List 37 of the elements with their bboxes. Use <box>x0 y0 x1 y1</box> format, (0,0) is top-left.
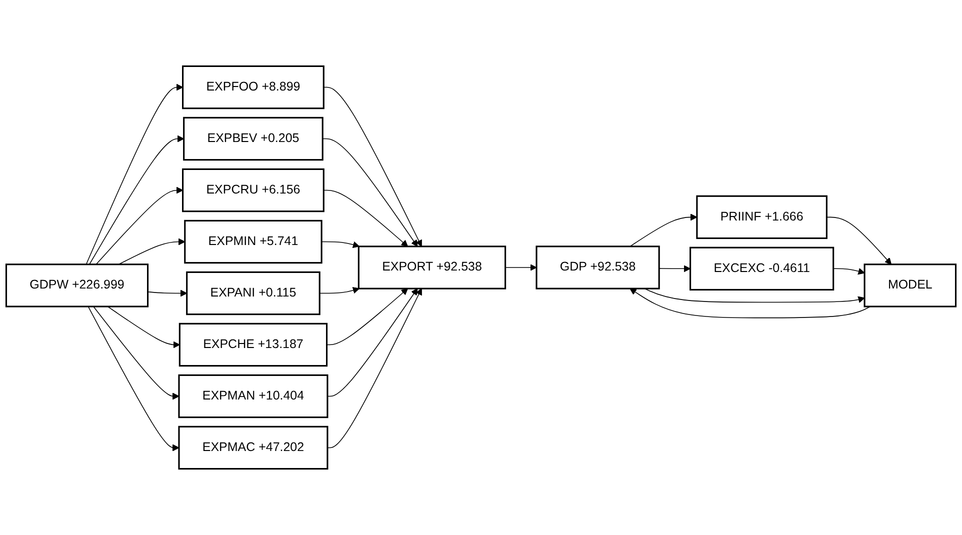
node-box: EXPBEV +0.205 <box>183 116 324 161</box>
arrow <box>89 135 184 265</box>
arrow <box>93 306 180 400</box>
arrow <box>327 288 418 397</box>
arrow <box>630 288 871 318</box>
arrow <box>319 287 360 294</box>
arrow <box>321 241 360 248</box>
node-box: EXPMIN +5.741 <box>184 220 322 264</box>
node-box: MODEL <box>864 264 957 308</box>
arrow <box>658 265 691 272</box>
node-box: EXPMAC +47.202 <box>178 426 328 470</box>
arrow <box>826 216 892 265</box>
arrow <box>326 288 408 346</box>
arrow <box>644 288 865 303</box>
arrow <box>86 84 184 265</box>
arrow <box>504 264 537 271</box>
arrow <box>832 268 865 275</box>
arrow <box>118 238 186 265</box>
arrow <box>630 214 698 247</box>
node-box: EXPCHE +13.187 <box>178 322 328 367</box>
arrow <box>88 306 180 452</box>
arrow <box>147 290 188 297</box>
node-box: EXCEXC -0.4611 <box>690 246 834 291</box>
node-box: EXPCRU +6.156 <box>182 168 324 212</box>
arrow <box>322 138 418 247</box>
node-box: PRIINF +1.666 <box>696 195 828 240</box>
arrow <box>327 288 422 448</box>
node-box: EXPANI +0.115 <box>186 271 320 316</box>
arrow <box>107 306 180 348</box>
node-box: GDP +92.538 <box>536 246 660 290</box>
node-box: EXPMAN +10.404 <box>178 374 328 418</box>
node-box: EXPFOO +8.899 <box>182 65 324 110</box>
arrow <box>96 186 184 265</box>
arrow <box>323 86 422 247</box>
node-box: EXPORT +92.538 <box>358 246 506 290</box>
arrow <box>323 190 408 247</box>
node-box: GDPW +226.999 <box>5 264 149 308</box>
